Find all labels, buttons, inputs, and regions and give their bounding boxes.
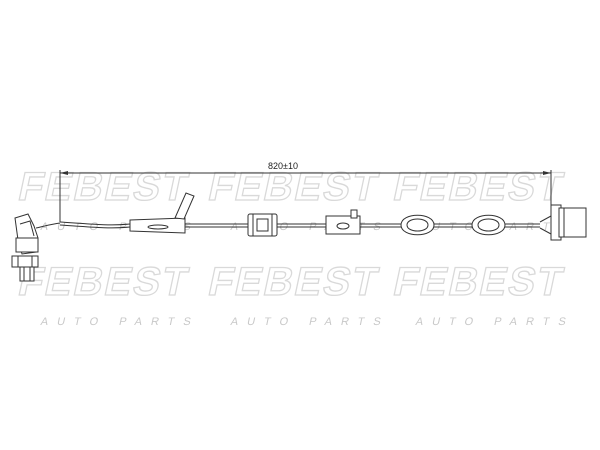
watermark-2: FEBEST AUTO PARTS <box>204 163 391 233</box>
sensor-mount <box>11 255 39 268</box>
square-clip <box>325 209 361 235</box>
oval-clip-inner <box>477 218 500 232</box>
watermark-brand: FEBEST <box>390 258 569 303</box>
watermark-brand: FEBEST <box>390 163 569 208</box>
watermark-5: FEBEST AUTO PARTS <box>204 258 391 328</box>
connector-wire <box>539 215 552 223</box>
watermark-6: FEBEST AUTO PARTS <box>389 258 576 328</box>
watermark-sub: AUTO PARTS <box>414 316 576 328</box>
sensor-cable-start <box>35 222 61 229</box>
watermark-sub: AUTO PARTS <box>39 316 201 328</box>
oval-clip <box>471 214 506 236</box>
watermark-brand: FEBEST <box>15 258 194 303</box>
watermark-4: FEBEST AUTO PARTS <box>14 258 201 328</box>
oval-clip <box>400 214 435 236</box>
watermark-1: FEBEST AUTO PARTS <box>14 163 201 233</box>
connector-wire <box>539 227 552 235</box>
sensor-tip <box>19 266 35 282</box>
sleeve-tag <box>174 192 195 220</box>
dimension-line: 820±10 <box>59 161 552 222</box>
cable-segment <box>59 224 131 229</box>
clip-hole <box>336 222 350 230</box>
grommet-clip <box>247 213 278 237</box>
dimension-label: 820±10 <box>268 161 298 171</box>
clip-tab <box>350 209 358 219</box>
sensor-head <box>11 213 61 282</box>
watermark-brand: FEBEST <box>15 163 194 208</box>
watermark-group: FEBEST AUTO PARTS FEBEST AUTO PARTS FEBE… <box>14 163 576 328</box>
sensor-bracket-detail <box>19 220 35 237</box>
main-cable <box>59 221 540 229</box>
sleeve-mark <box>147 224 169 230</box>
grommet-core <box>256 218 269 232</box>
sensor-body <box>15 237 39 253</box>
oval-clip-inner <box>406 218 429 232</box>
arrow-head-left <box>60 171 68 175</box>
arrow-head-right <box>543 171 551 175</box>
cable-segment <box>59 221 131 226</box>
cable-sleeve <box>129 192 195 234</box>
watermark-sub: AUTO PARTS <box>229 316 391 328</box>
connector-body <box>558 207 587 238</box>
watermark-sub: AUTO PARTS <box>39 221 201 233</box>
connector <box>539 204 587 241</box>
watermark-brand: FEBEST <box>205 163 384 208</box>
watermark-brand: FEBEST <box>205 258 384 303</box>
